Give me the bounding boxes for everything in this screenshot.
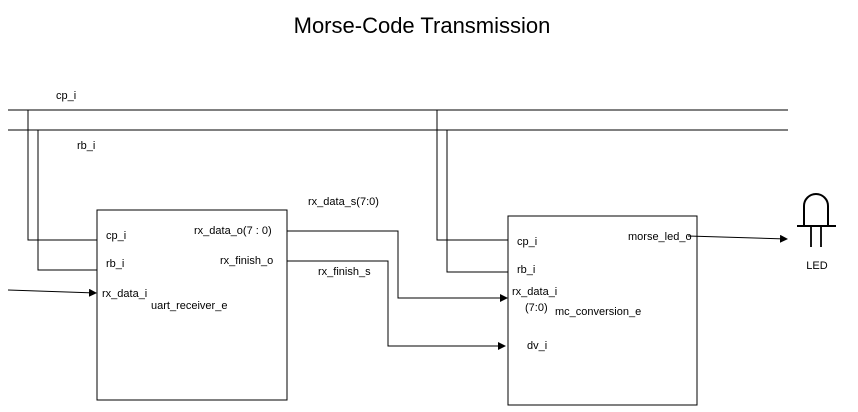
led-icon (797, 193, 836, 247)
uart-rx-data-out-port: rx_data_o(7 : 0) (194, 225, 272, 237)
rx-data-wire-label: rx_data_s(7:0) (308, 196, 379, 208)
rx-data-wire (287, 230, 508, 302)
mc-dv-port: dv_i (527, 340, 547, 352)
diagram-title: Morse-Code Transmission (294, 13, 551, 38)
mc-conversion-block (507, 215, 698, 406)
mc-rb-port: rb_i (517, 264, 535, 276)
mc-reset-wire (446, 130, 508, 273)
mc-rx-data-width: (7:0) (525, 302, 548, 314)
uart-rx-finish-out-port: rx_finish_o (220, 255, 273, 267)
rx-finish-wire-label: rx_finish_s (318, 266, 371, 278)
mc-led-out-port: morse_led_o (628, 231, 692, 243)
rx-finish-wire (287, 260, 506, 350)
reset-bus-label: rb_i (77, 140, 95, 152)
clock-bus-label: cp_i (56, 90, 76, 102)
uart-rx-input-arrow (7, 288, 97, 297)
mc-cp-port: cp_i (517, 236, 537, 248)
uart-cp-port: cp_i (106, 230, 126, 242)
uart-rb-port: rb_i (106, 258, 124, 270)
led-output-arrow (687, 234, 788, 243)
uart-reset-wire (37, 130, 97, 271)
led-label: LED (806, 260, 827, 272)
mc-clock-wire (436, 110, 508, 241)
mc-block-name: mc_conversion_e (555, 306, 641, 318)
uart-block-name: uart_receiver_e (151, 300, 227, 312)
mc-rx-data-in-port: rx_data_i (512, 286, 557, 298)
uart-clock-wire (27, 110, 97, 241)
uart-rx-data-in-port: rx_data_i (102, 288, 147, 300)
uart-receiver-block (96, 209, 288, 401)
